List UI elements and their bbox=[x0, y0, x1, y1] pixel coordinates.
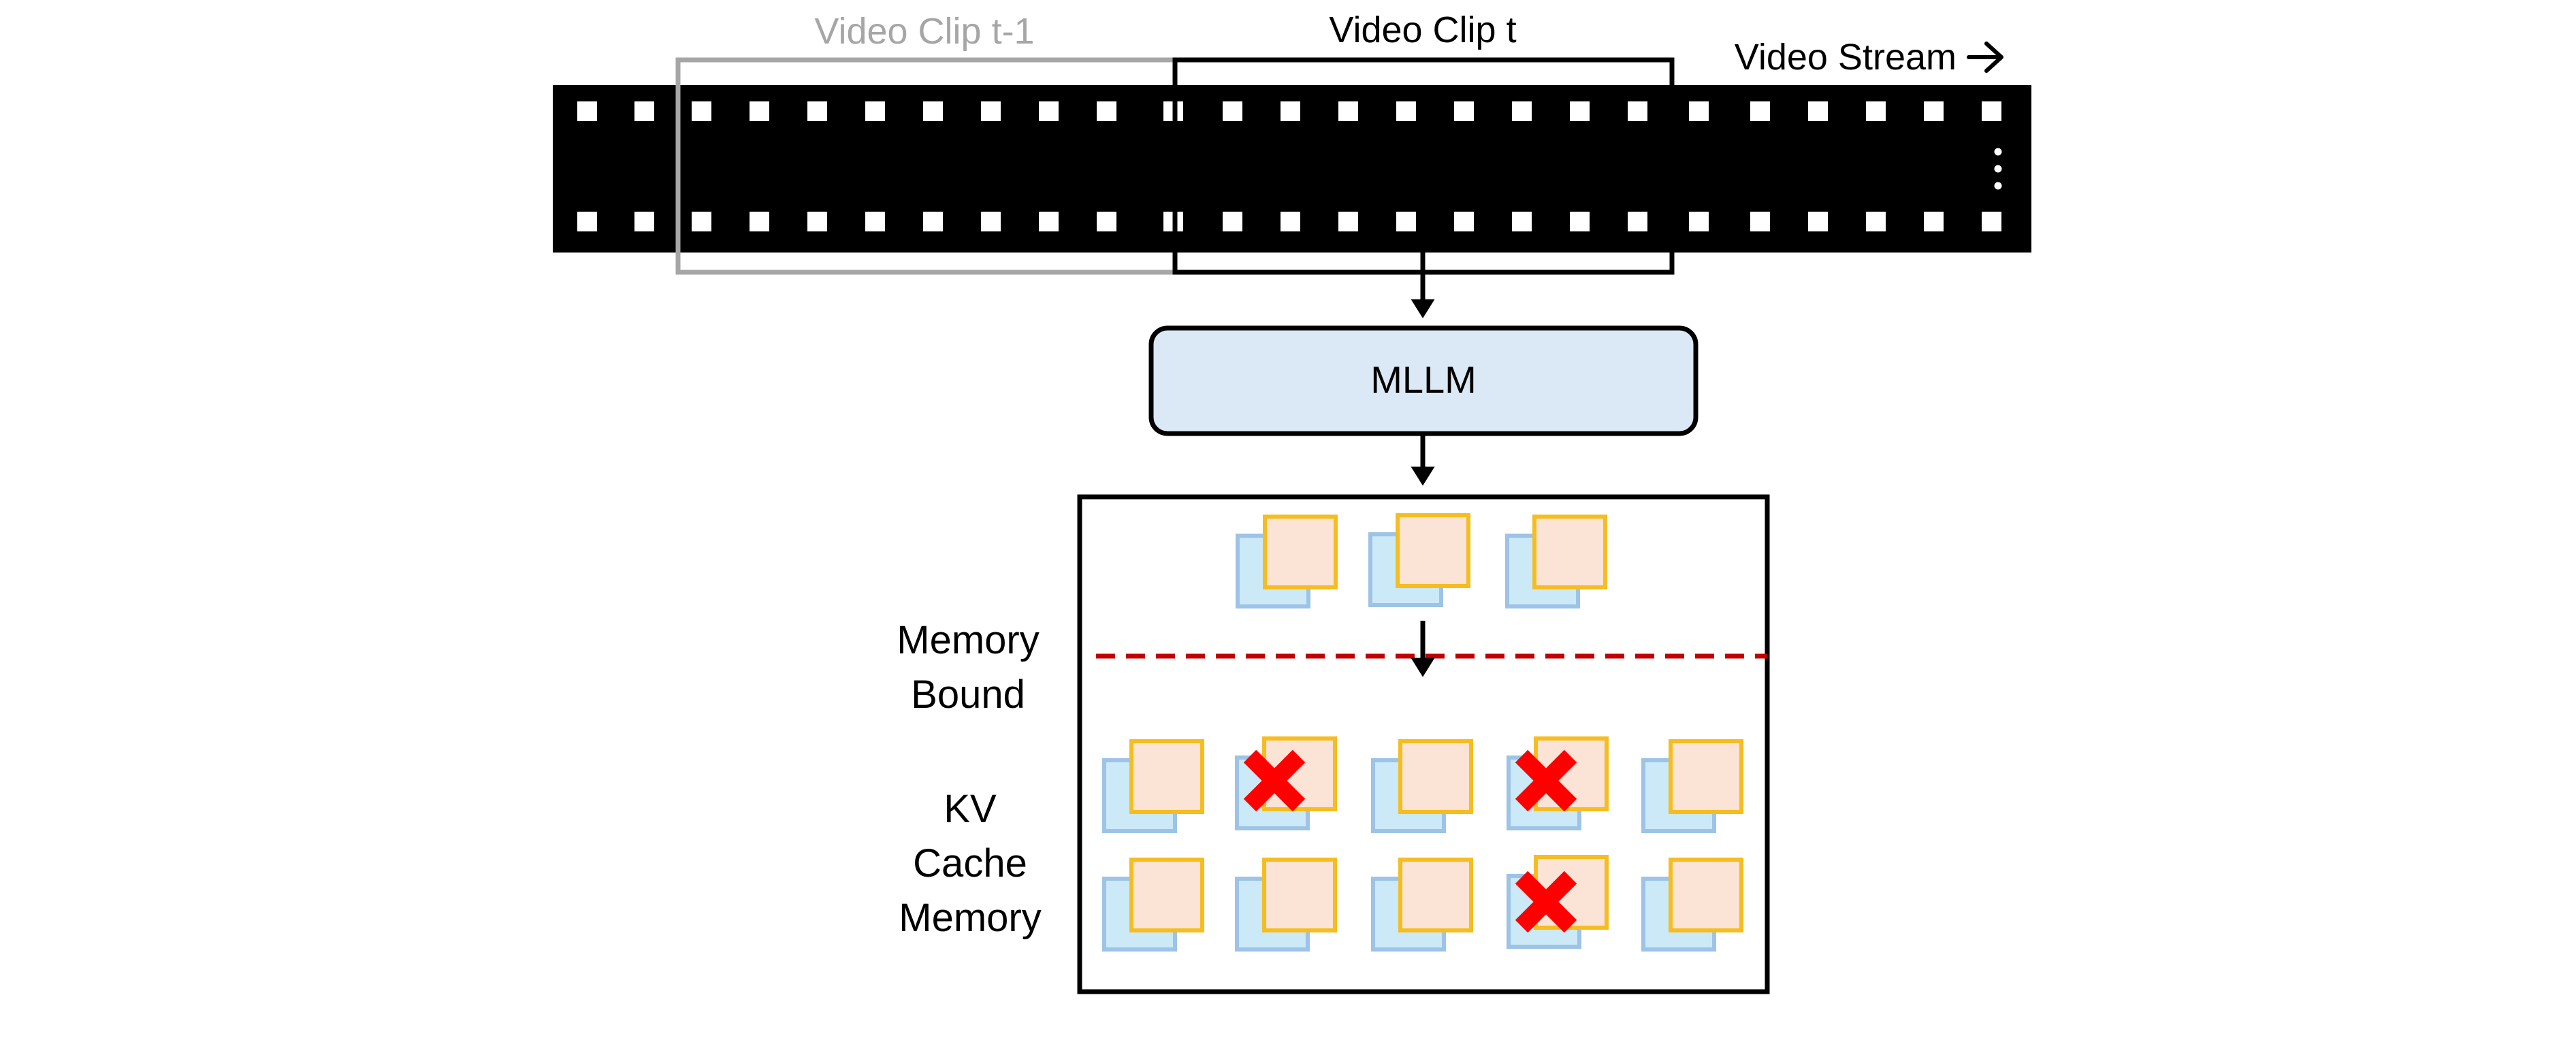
sprocket-hole bbox=[1570, 212, 1590, 231]
sprocket-hole bbox=[1982, 101, 2001, 121]
value-token bbox=[1263, 515, 1338, 589]
memory-bound-label-line2: Bound bbox=[911, 672, 1025, 717]
sprocket-hole bbox=[1924, 212, 1944, 231]
sprocket-hole bbox=[1512, 212, 1532, 231]
sprocket-hole bbox=[1689, 101, 1709, 121]
sprocket-hole bbox=[1281, 101, 1300, 121]
sprocket-hole bbox=[577, 101, 597, 121]
sprocket-hole bbox=[634, 101, 654, 121]
evicted-x-icon bbox=[1515, 749, 1577, 812]
sprocket-hole bbox=[923, 101, 943, 121]
sprocket-hole bbox=[634, 212, 654, 231]
kv-token bbox=[1102, 739, 1204, 833]
sprocket-hole bbox=[981, 212, 1001, 231]
sprocket-hole bbox=[1512, 101, 1532, 121]
kv-token bbox=[1102, 858, 1204, 952]
sprocket-hole bbox=[1982, 212, 2001, 231]
value-token bbox=[1669, 858, 1743, 932]
right-arrow-icon bbox=[1967, 42, 2003, 73]
sprocket-hole bbox=[1097, 101, 1116, 121]
value-token bbox=[1398, 739, 1473, 814]
value-token bbox=[1532, 515, 1607, 589]
sprocket-hole bbox=[577, 212, 597, 231]
sprocket-hole bbox=[1570, 101, 1590, 121]
evicted-x-icon bbox=[1243, 749, 1306, 812]
sprocket-hole bbox=[1338, 101, 1358, 121]
sprocket-hole bbox=[865, 212, 885, 231]
value-token bbox=[1129, 739, 1204, 814]
value-token bbox=[1262, 858, 1337, 932]
sprocket-hole bbox=[1039, 212, 1059, 231]
value-token bbox=[1669, 739, 1743, 814]
value-token bbox=[1129, 858, 1204, 932]
sprocket-hole bbox=[1628, 212, 1647, 231]
sprocket-hole bbox=[1866, 101, 1886, 121]
sprocket-hole bbox=[1097, 212, 1116, 231]
sprocket-hole bbox=[1039, 101, 1059, 121]
kv-token bbox=[1641, 858, 1743, 952]
kv-token bbox=[1236, 515, 1338, 608]
kv-cache-label-line2: Cache bbox=[913, 841, 1027, 885]
sprocket-hole bbox=[1338, 212, 1358, 231]
video-clip-t-label: Video Clip t bbox=[1329, 10, 1516, 50]
sprocket-hole bbox=[923, 212, 943, 231]
sprocket-hole bbox=[1689, 212, 1709, 231]
evicted-x-icon bbox=[1515, 871, 1577, 933]
memory-bound-label-line1: Memory bbox=[897, 618, 1039, 662]
sprocket-hole bbox=[865, 101, 885, 121]
sprocket-hole bbox=[807, 101, 827, 121]
incoming-kv-tokens bbox=[1236, 513, 1607, 608]
sprocket-hole bbox=[1808, 101, 1828, 121]
mllm-label: MLLM bbox=[1370, 358, 1477, 401]
sprocket-hole bbox=[1924, 101, 1944, 121]
kv-token bbox=[1505, 515, 1607, 608]
sprocket-hole bbox=[1454, 212, 1474, 231]
sprocket-hole bbox=[807, 212, 827, 231]
sprocket-hole bbox=[750, 212, 769, 231]
kv-token bbox=[1371, 858, 1473, 952]
value-token bbox=[1398, 858, 1473, 932]
kv-token bbox=[1368, 513, 1470, 607]
sprocket-hole bbox=[1750, 212, 1770, 231]
film-sprocket-holes bbox=[577, 101, 2001, 231]
sprocket-hole bbox=[692, 101, 711, 121]
sprocket-hole bbox=[1454, 101, 1474, 121]
sprocket-hole bbox=[1223, 101, 1242, 121]
sprocket-hole bbox=[1396, 212, 1416, 231]
sprocket-hole bbox=[750, 101, 769, 121]
video-clip-t-minus-1-label: Video Clip t-1 bbox=[814, 11, 1034, 52]
cached-kv-tokens bbox=[1102, 736, 1743, 952]
kv-token bbox=[1641, 739, 1743, 833]
sprocket-hole bbox=[1750, 101, 1770, 121]
kv-token bbox=[1371, 739, 1473, 833]
sprocket-hole bbox=[981, 101, 1001, 121]
sprocket-hole bbox=[1628, 101, 1647, 121]
kv-cache-label-line3: Memory bbox=[899, 896, 1041, 940]
more-frames-icon bbox=[1994, 148, 2002, 190]
kv-cache-label-line1: KV bbox=[944, 787, 997, 831]
sprocket-hole bbox=[1223, 212, 1242, 231]
sprocket-hole bbox=[692, 212, 711, 231]
kv-token bbox=[1235, 858, 1337, 952]
sprocket-hole bbox=[1396, 101, 1416, 121]
video-stream-label: Video Stream bbox=[1735, 37, 1957, 78]
sprocket-hole bbox=[1281, 212, 1300, 231]
sprocket-hole bbox=[1808, 212, 1828, 231]
video-stream-film-strip bbox=[553, 85, 2031, 253]
value-token bbox=[1396, 513, 1470, 588]
sprocket-hole bbox=[1866, 212, 1886, 231]
